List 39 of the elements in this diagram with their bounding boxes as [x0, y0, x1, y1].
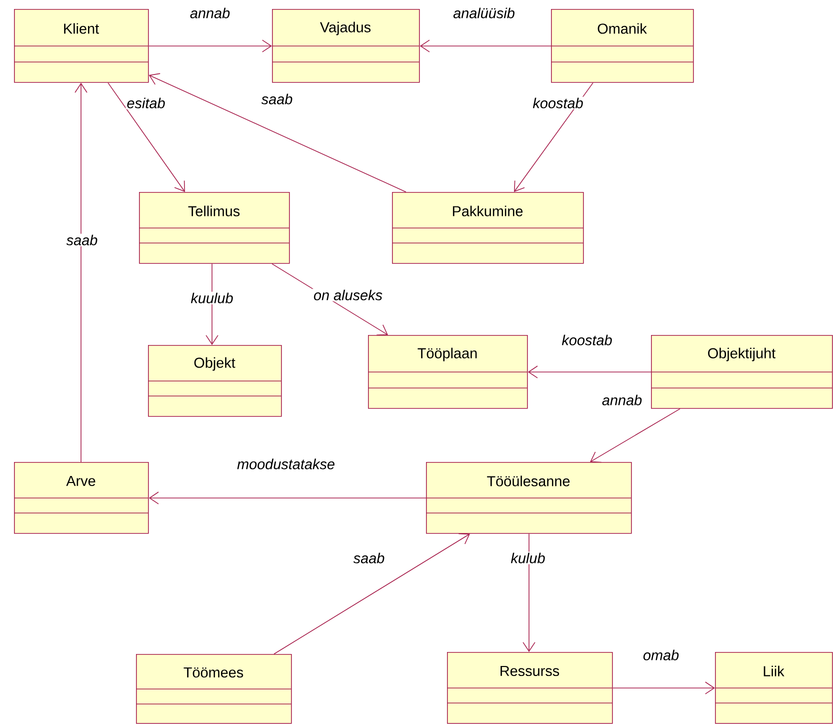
class-box: Omanik	[550, 9, 694, 83]
class-box: Tööülesanne	[426, 462, 632, 534]
arrow	[274, 533, 470, 654]
arrow	[108, 82, 185, 192]
class-box: Objektijuht	[650, 335, 833, 409]
edge-label: annab	[188, 6, 232, 20]
arrow	[74, 82, 88, 462]
edge-label: saab	[65, 234, 99, 246]
class-box: Klient	[14, 9, 149, 83]
class-box: Tellimus	[138, 192, 290, 264]
class-box: Töömees	[136, 654, 292, 724]
arrow	[528, 366, 652, 378]
class-box: Pakkumine	[392, 192, 584, 264]
arrow	[148, 40, 272, 52]
class-box: Arve	[14, 462, 149, 534]
arrow	[514, 82, 594, 192]
class-box: Vajadus	[272, 9, 420, 83]
class-box: Liik	[714, 652, 833, 724]
arrow	[420, 40, 552, 52]
edge-label: analüüsib	[452, 6, 516, 20]
edge-label: on aluseks	[312, 288, 384, 302]
arrow	[522, 533, 536, 652]
edge-label: omab	[642, 648, 680, 662]
edge-label: saab	[260, 92, 294, 106]
edge-label: koostab	[532, 96, 584, 110]
arrow	[148, 73, 406, 192]
arrow	[612, 682, 715, 694]
edge-label: kuulub	[190, 292, 234, 304]
edge-label: esitab	[126, 96, 166, 110]
arrow	[590, 408, 680, 463]
edge-label: annab	[600, 394, 644, 406]
arrow	[148, 492, 426, 504]
edge-label: kulub	[510, 552, 546, 564]
edge-label: saab	[352, 552, 386, 564]
edge-label: koostab	[560, 334, 614, 346]
class-box: Ressurss	[446, 652, 613, 724]
class-box: Objekt	[148, 345, 282, 417]
edge-label: moodustatakse	[236, 458, 336, 470]
class-box: Tööplaan	[368, 335, 528, 409]
